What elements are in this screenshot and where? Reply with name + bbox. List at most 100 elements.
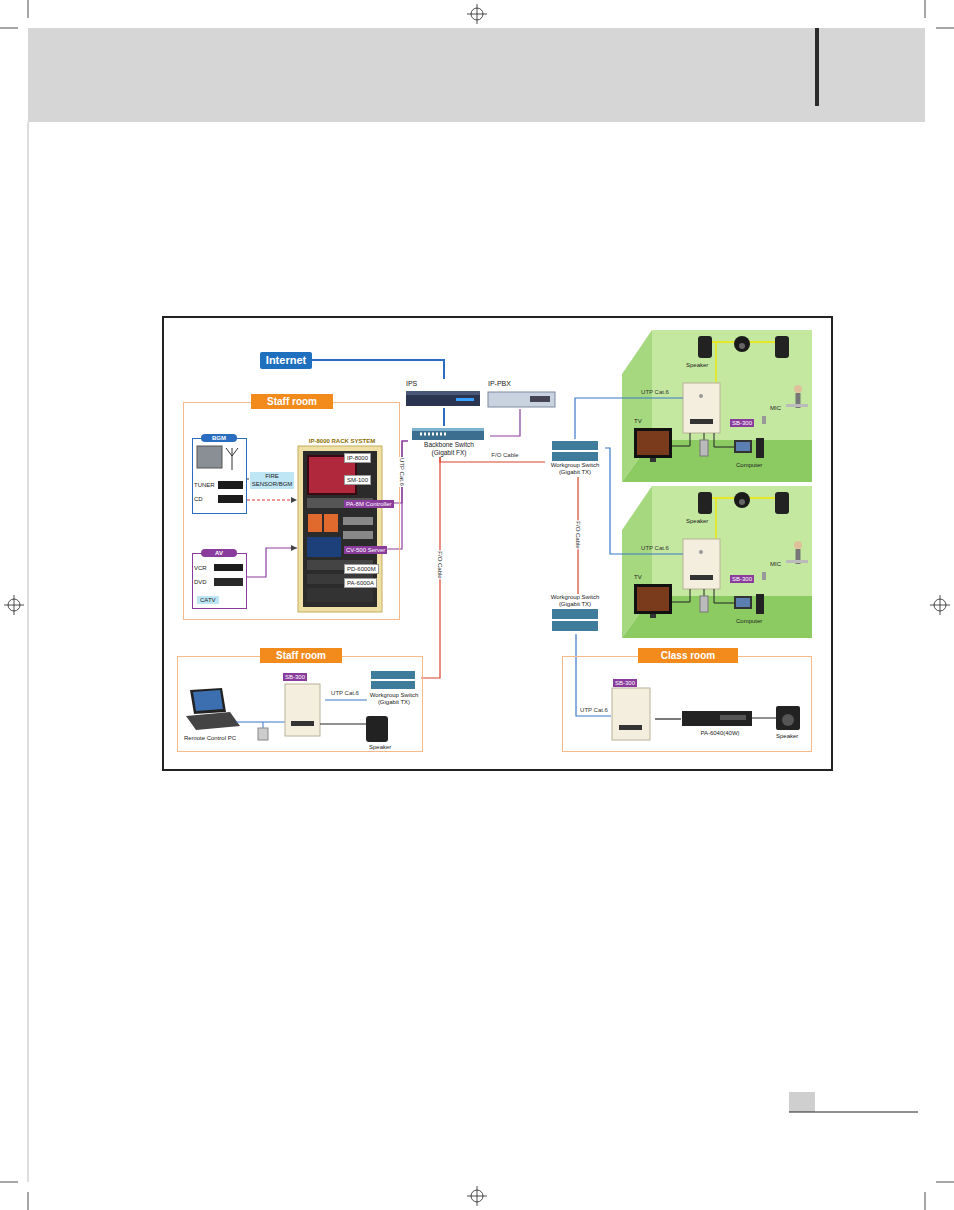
- rack-unit: [307, 588, 373, 602]
- internet-box: Internet: [260, 352, 312, 369]
- workgroup-switch-device: [552, 609, 598, 619]
- device-label: Speaker: [686, 362, 708, 369]
- node-label: SB-300: [283, 673, 307, 681]
- rack-tag: PA-6000A: [344, 578, 377, 588]
- registration-cross: [4, 4, 950, 1206]
- cable-label: F/O Cable: [574, 520, 582, 549]
- dvd-device: [214, 578, 243, 586]
- amplifier-device: [682, 711, 752, 726]
- pbx-panel: [530, 396, 550, 402]
- rack-body: [303, 451, 377, 607]
- node-label: IPS: [406, 379, 417, 388]
- cable-label: F/O Cable: [490, 451, 519, 459]
- node-label: SB-300: [730, 575, 754, 583]
- cable-connector: [394, 441, 408, 503]
- node-label: Workgroup Switch (Gigabit TX): [367, 692, 421, 706]
- device-label: MIC: [770, 405, 781, 412]
- amplifier-panel: [720, 715, 746, 720]
- speaker-wire: [320, 724, 366, 725]
- node-label: BGM: [201, 434, 237, 442]
- rack-tag: SM-100: [344, 475, 371, 485]
- cable-connector: [576, 634, 611, 716]
- speaker-icon: [776, 706, 800, 730]
- switch-bevel: [412, 428, 484, 431]
- sb300-unit: SB-300: [683, 382, 755, 434]
- cd-device: [218, 495, 243, 503]
- sensor-tag: FIRE SENSOR/BGM: [250, 472, 294, 489]
- cable-connector: [490, 409, 520, 436]
- node-label: IP-PBX: [488, 379, 511, 388]
- speaker-cone: [782, 714, 794, 726]
- sb300-unit: SB-300: [281, 673, 325, 739]
- firewall-device: IPS: [404, 379, 482, 408]
- node-label: IP-8000: [345, 454, 370, 462]
- cable-label: UTP Cat.6: [640, 388, 670, 396]
- speaker-icon: [366, 716, 388, 742]
- cable-connector: [387, 441, 408, 549]
- node-label: PD-6000M: [345, 565, 378, 573]
- backbone-switch-device: [412, 428, 484, 440]
- rack-tag: PD-6000M: [344, 564, 379, 574]
- node-label: SB-300: [613, 679, 637, 687]
- node-label: Backbone Switch (Gigabit FX): [419, 441, 479, 456]
- device-label: Computer: [736, 462, 762, 469]
- device-label: TV: [634, 574, 642, 581]
- sb300-device: [612, 688, 650, 740]
- workgroup-switch: Workgroup Switch (Gigabit TX): [545, 439, 605, 477]
- blank-tag: [343, 517, 373, 525]
- device-label: Speaker: [776, 733, 798, 740]
- registration-marks: [4, 4, 950, 1206]
- page-number-box: [789, 1092, 815, 1112]
- node-label: Staff room: [260, 648, 342, 663]
- rack-screen: [308, 514, 322, 532]
- header-bar: [815, 28, 819, 106]
- pbx-device: IP-PBX: [486, 379, 556, 409]
- cable-connector: [325, 699, 367, 700]
- rack-system: IP-8000 RACK SYSTEMIP-8000SM-100PA-8M Co…: [297, 437, 397, 614]
- rack-tag: PA-8M Controller: [344, 500, 394, 508]
- antenna-icon: [226, 448, 238, 470]
- phone-icon: [258, 728, 268, 740]
- device-label: MIC: [770, 561, 781, 568]
- device-label: Speaker: [686, 518, 708, 525]
- speaker-wire: [752, 718, 776, 719]
- node-label: Internet: [260, 352, 312, 369]
- workgroup-switch-device: [552, 452, 598, 461]
- cable-connector: [655, 718, 681, 719]
- cable-label: UTP Cat.6: [330, 689, 360, 697]
- node-label: Staff room: [251, 394, 333, 409]
- cable-connector: [605, 448, 683, 554]
- rack-tag: CV-500 Server: [344, 546, 387, 554]
- device-label: Speaker: [369, 744, 391, 751]
- node-label: SM-100: [345, 476, 370, 484]
- amplifier-unit: PA-6040(40W): [681, 711, 759, 739]
- audio-source-box: BGMTUNERCD: [192, 438, 247, 514]
- blank-tag: [343, 531, 373, 539]
- mixer-device: [197, 446, 222, 468]
- cable-connector: [312, 360, 444, 379]
- sb300-unit: SB-300: [611, 679, 655, 743]
- device-label: Computer: [736, 618, 762, 625]
- node-label: PA-6000A: [345, 579, 376, 587]
- cable-connector: [443, 408, 445, 426]
- workgroup-switch: Workgroup Switch (Gigabit TX): [545, 594, 605, 634]
- catv-tag: CATV: [197, 596, 219, 604]
- node-label: Workgroup Switch (Gigabit TX): [545, 462, 605, 476]
- vcr-device: [214, 564, 243, 571]
- cable-label: UTP Cat.6: [579, 706, 609, 714]
- rack-frame: [298, 446, 382, 612]
- node-label: CD: [194, 496, 203, 503]
- laptop-screen: [190, 688, 226, 714]
- device-label: Remote Control PC: [184, 735, 236, 742]
- backbone-switch: Backbone Switch (Gigabit FX): [408, 426, 490, 457]
- classroom-scene: [622, 330, 812, 482]
- cable-label: UTP Cat.6: [640, 544, 670, 552]
- device-label: TV: [634, 418, 642, 425]
- class-room-region: Class roomSB-300PA-6040(40W): [562, 656, 812, 752]
- pbx-device: [488, 392, 555, 407]
- page-rule: [789, 1112, 918, 1113]
- node-label: PA-6040(40W): [681, 729, 759, 737]
